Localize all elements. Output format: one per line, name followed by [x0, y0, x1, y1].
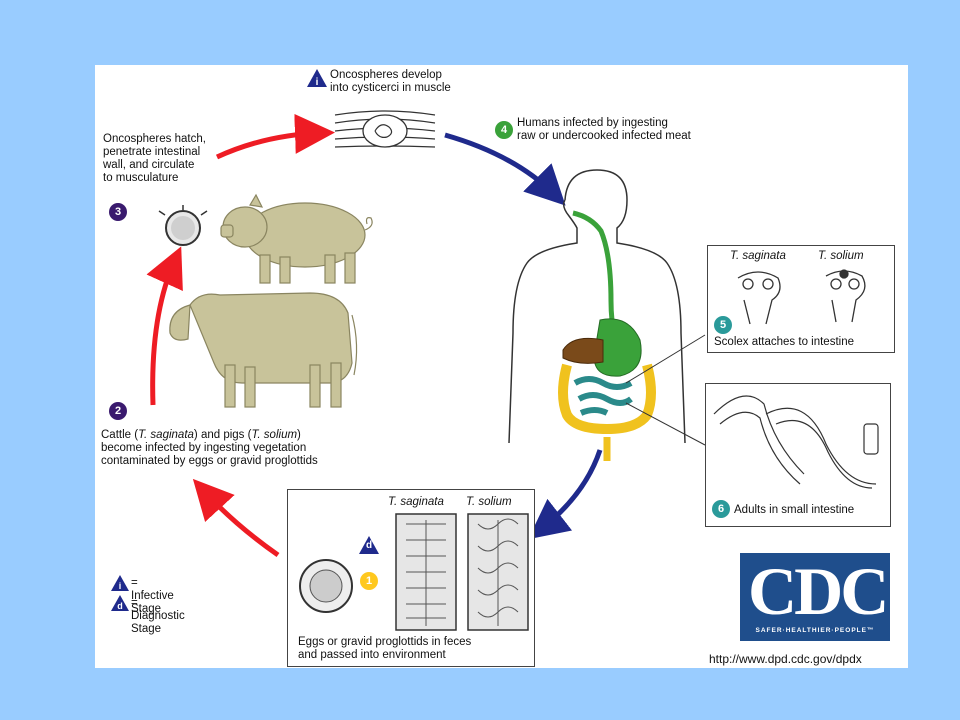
step-3-text: Oncospheres hatch, penetrate intestinal … — [103, 133, 206, 184]
step-6-text: Adults in small intestine — [734, 504, 855, 516]
legend-diagnostic-text: = Diagnostic Stage — [131, 597, 185, 635]
adults-box: 6 Adults in small intestine — [705, 383, 891, 527]
step-2-species-b: T. solium — [251, 429, 298, 441]
step-2-suffix: ) become infected by ingesting vegetatio… — [101, 429, 318, 467]
adult-worms-drawing — [713, 395, 879, 489]
step-1-number: 1 — [360, 572, 378, 590]
step-6-number: 6 — [712, 500, 730, 518]
arrow-oncosphere-to-muscle — [215, 113, 335, 160]
step-4-text: Humans infected by ingesting raw or unde… — [517, 117, 691, 142]
digestive-tract — [558, 210, 656, 461]
scolex-box: T. saginata T. solium 5 Scolex attaches … — [707, 245, 895, 353]
scolex-label-solium: T. solium — [818, 250, 864, 262]
source-url[interactable]: http://www.dpd.cdc.gov/dpdx — [709, 652, 862, 666]
eggs-proglottids-drawing — [299, 513, 529, 631]
proglottid-label-solium: T. solium — [466, 496, 512, 508]
proglottid-label-saginata: T. saginata — [388, 496, 444, 508]
human-figure — [508, 169, 686, 444]
arrow-human-to-env — [528, 449, 603, 540]
step-5-number: 5 — [714, 316, 732, 334]
cdc-logo: CDC SAFER·HEALTHIER·PEOPLE™ — [740, 553, 890, 641]
oncosphere-hatching — [158, 205, 208, 246]
scolex-label-saginata: T. saginata — [730, 250, 786, 262]
eggs-box: T. saginata T. solium d 1 Eggs or gravid… — [287, 489, 535, 667]
arrow-muscle-to-human — [444, 132, 566, 206]
step-i-text: Oncospheres develop into cysticerci in m… — [330, 69, 451, 94]
infective-stage-badge: i — [307, 69, 327, 87]
step-3-number: 3 — [109, 203, 127, 221]
step-2-prefix: Cattle ( — [101, 429, 139, 441]
step-2-middle: ) and pigs ( — [193, 429, 252, 441]
step-2-number: 2 — [109, 402, 127, 420]
cdc-logo-letters: CDC — [748, 553, 889, 629]
diagnostic-badge-text: d — [365, 540, 373, 551]
step-2-text: Cattle (T. saginata) and pigs (T. solium… — [101, 429, 318, 468]
legend-diagnostic-badge: d — [117, 601, 123, 611]
arrow-env-to-animals — [192, 478, 280, 558]
cycle-arrows — [146, 110, 706, 558]
diagram-panel: i Oncospheres develop into cysticerci in… — [95, 65, 908, 668]
pig-figure — [220, 193, 373, 284]
cdc-logo-tagline: SAFER·HEALTHIER·PEOPLE™ — [755, 627, 875, 634]
step-2-species-a: T. saginata — [138, 429, 194, 441]
legend-infective-badge: i — [119, 581, 122, 591]
step-5-text: Scolex attaches to intestine — [714, 336, 854, 348]
arrow-animals-to-oncosphere — [146, 246, 183, 406]
step-4-number: 4 — [495, 121, 513, 139]
cow-figure — [169, 292, 358, 408]
legend-infective-text: = Infective Stage — [131, 577, 174, 615]
muscle-cysticercus — [334, 110, 436, 148]
infective-badge-text: i — [316, 77, 319, 87]
step-1-text: Eggs or gravid proglottids in feces and … — [298, 636, 472, 661]
scolex-drawings — [737, 269, 866, 325]
